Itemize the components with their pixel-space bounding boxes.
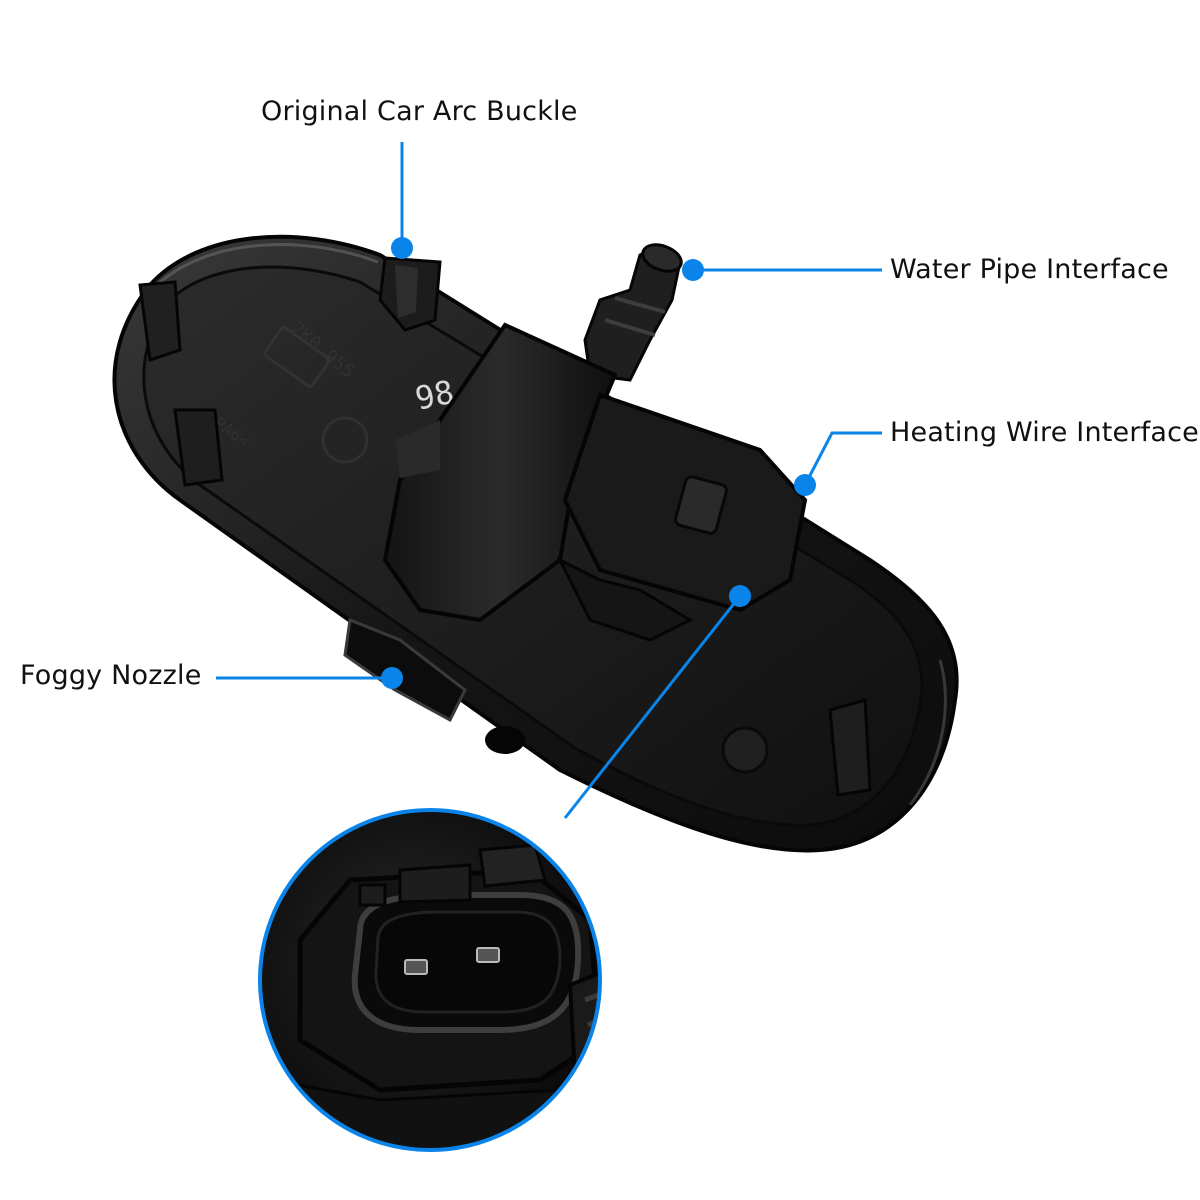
water-pipe: [583, 243, 683, 382]
callouts: [216, 142, 882, 819]
callout-dot-water: [682, 259, 704, 281]
connector-pin-left: [404, 959, 428, 975]
callout-dot-buckle: [391, 237, 413, 259]
label-heating-wire-interface: Heating Wire Interface: [890, 417, 1199, 448]
foggy-nozzle: [343, 617, 525, 754]
callout-dot-heat: [794, 474, 816, 496]
connector-pin-right: [476, 947, 500, 963]
label-water-pipe-interface: Water Pipe Interface: [890, 254, 1169, 285]
callout-line-zoom: [563, 595, 742, 819]
label-original-car-arc-buckle: Original Car Arc Buckle: [261, 96, 578, 127]
nozzle-product: 2K0 955 >PA6< 98: [112, 234, 959, 853]
label-foggy-nozzle: Foggy Nozzle: [20, 660, 202, 691]
callout-dot-foggy: [381, 667, 403, 689]
connector-body: [382, 322, 808, 642]
callout-dots: [381, 237, 816, 689]
arc-buckle-clips: [138, 256, 872, 797]
callout-dot-zoom: [729, 585, 751, 607]
connector-zoom-view: [258, 808, 602, 1152]
zoom-ring: [258, 808, 602, 1152]
callout-line-heat: [803, 431, 882, 486]
